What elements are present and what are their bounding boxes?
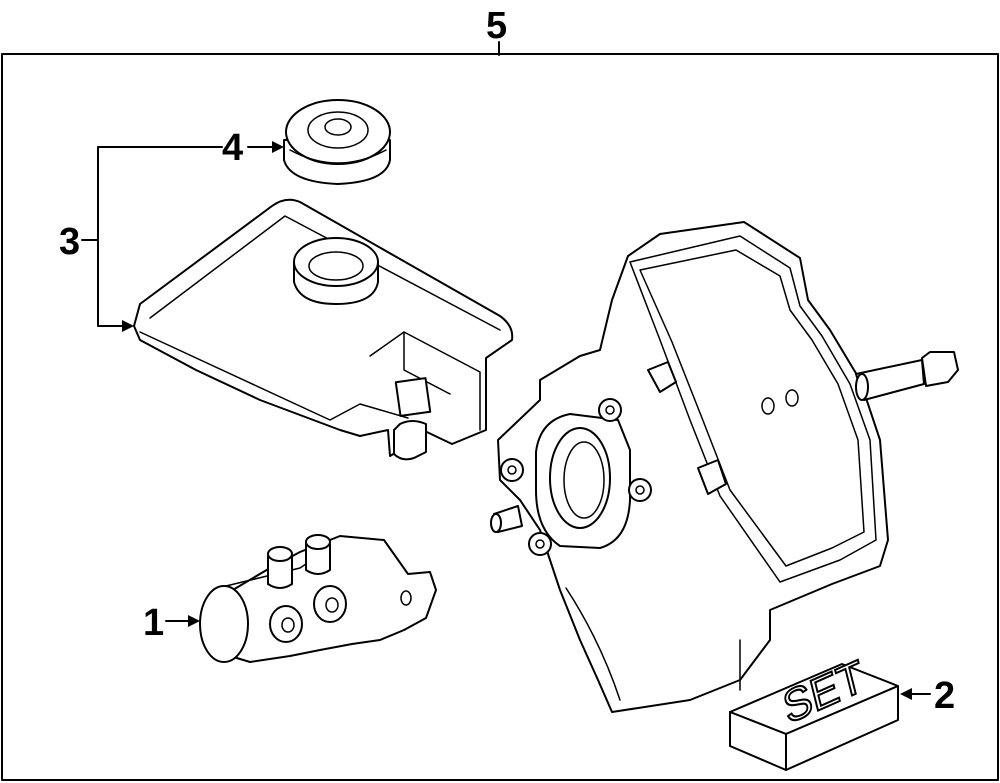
callout-5-label: 5 [486, 5, 507, 47]
callout-2-label: 2 [934, 675, 955, 717]
reservoir-cap [283, 99, 391, 185]
set-label-block: SET [729, 650, 899, 771]
callout-1: 1 [143, 602, 200, 644]
fluid-reservoir [133, 198, 514, 461]
callout-1-label: 1 [143, 602, 164, 644]
callout-3-label: 3 [59, 221, 80, 263]
callout-3: 3 [59, 146, 223, 332]
callout-4-label: 4 [222, 127, 243, 169]
callout-2: 2 [900, 675, 955, 717]
brake-booster [490, 221, 959, 713]
master-cylinder [199, 534, 437, 663]
callout-5: 5 [486, 5, 507, 56]
callout-4: 4 [222, 127, 284, 169]
